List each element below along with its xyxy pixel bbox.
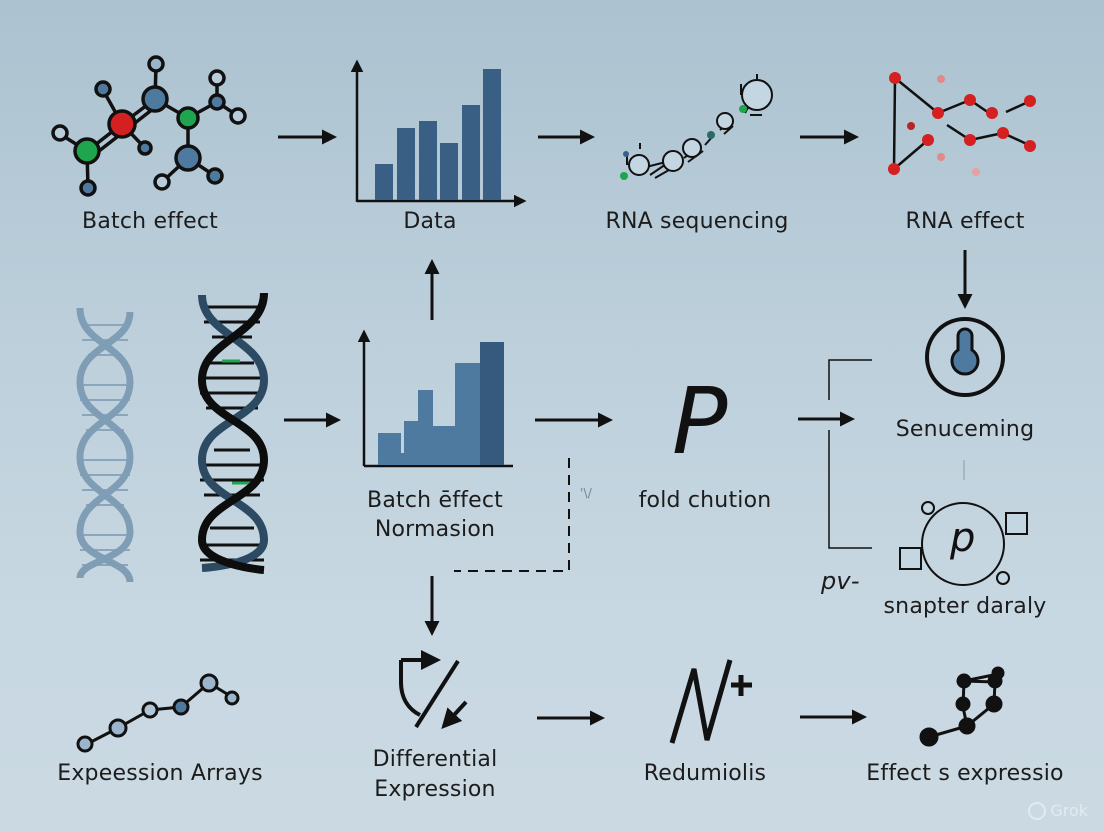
differential-icon xyxy=(399,650,468,729)
n-plus-icon xyxy=(669,659,752,744)
watermark-label: Grok xyxy=(1050,801,1088,820)
p-letter-icon: P xyxy=(672,368,728,475)
label-differential-line1: Differential xyxy=(372,747,498,772)
label-pv: pv- xyxy=(821,567,860,595)
bar-chart-icon xyxy=(350,59,527,208)
p-circle-icon xyxy=(899,501,1028,586)
black-network-icon xyxy=(919,666,1005,747)
label-redumiolis: Redumiolis xyxy=(643,761,767,786)
label-fold-chution: fold chution xyxy=(638,488,772,513)
label-expression-arrays: Expeession Arrays xyxy=(57,761,263,786)
dna-helix-icon xyxy=(76,292,269,583)
label-batch-effect: Batch effect xyxy=(82,209,218,234)
p-circle-glyph: p xyxy=(950,515,976,561)
label-senuceming: Senuceming xyxy=(895,417,1035,442)
histogram-icon xyxy=(357,329,513,468)
label-rna-sequencing: RNA sequencing xyxy=(605,209,789,234)
label-effects-expressio: Effect s expressio xyxy=(866,761,1064,786)
line-chain-icon xyxy=(76,673,240,753)
label-normasion-line1: Batch ēffect xyxy=(367,488,503,513)
label-normasion-line2: Normasion xyxy=(374,517,496,542)
molecule-icon xyxy=(51,55,247,197)
label-differential-line2: Expression xyxy=(374,777,496,802)
keyhole-icon xyxy=(925,317,1005,397)
bracket-connector xyxy=(828,359,872,549)
dashed-connector xyxy=(454,458,570,572)
small-mark: '\/ xyxy=(580,486,592,500)
label-snapter-daraly: snapter daraly xyxy=(883,594,1047,619)
grok-logo-icon xyxy=(1028,801,1047,820)
rna-strand-icon xyxy=(620,74,773,180)
label-rna-effect: RNA effect xyxy=(905,209,1025,234)
red-network-icon xyxy=(888,72,1036,176)
watermark: Grok xyxy=(1028,801,1088,820)
label-data: Data xyxy=(403,209,457,234)
